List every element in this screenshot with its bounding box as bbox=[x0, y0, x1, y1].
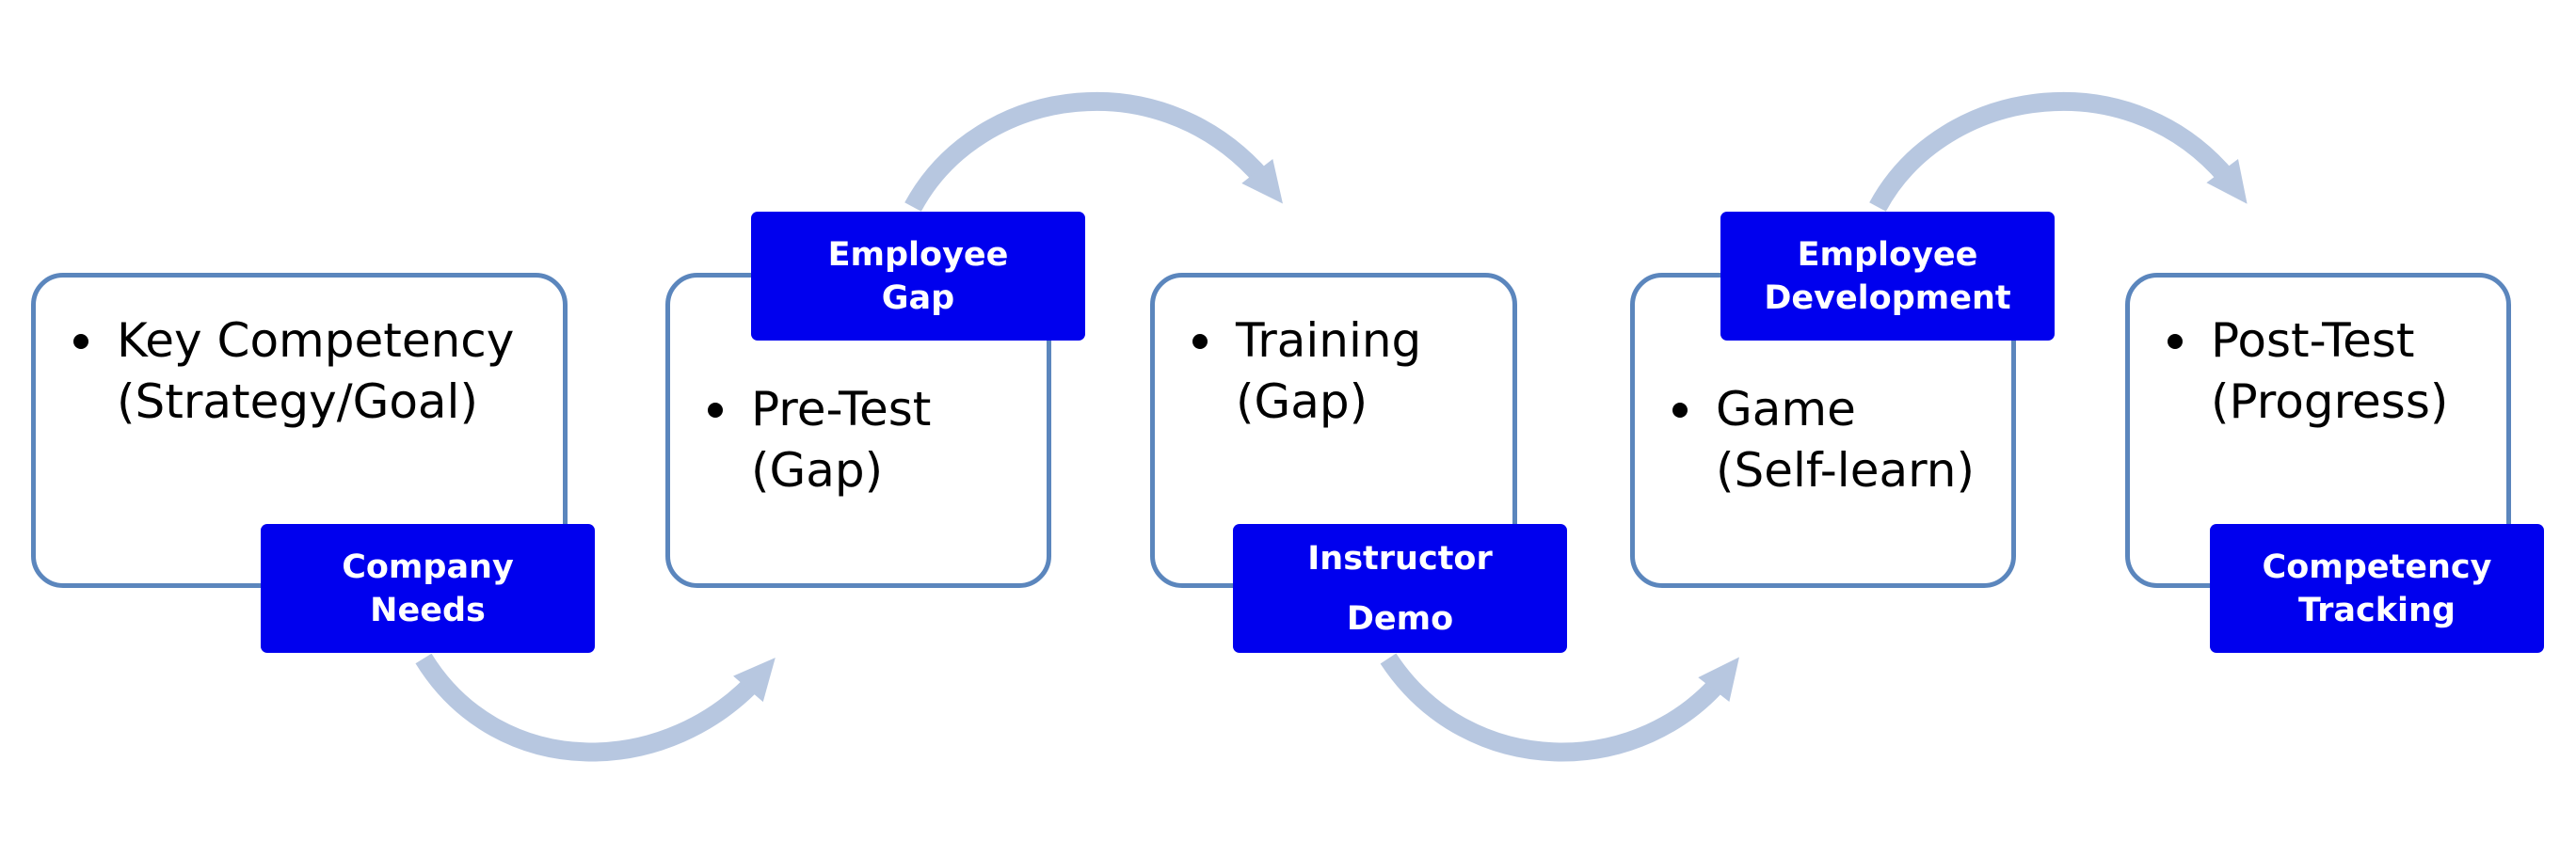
label-instructor-demo: Instructor Demo bbox=[1233, 524, 1567, 653]
arrow-training-to-game bbox=[1380, 653, 1739, 762]
label-employee-development: Employee Development bbox=[1720, 212, 2055, 341]
arrow-company-to-pretest bbox=[415, 653, 776, 762]
label-company-needs: Company Needs bbox=[261, 524, 595, 653]
label-line-2: Development bbox=[1764, 278, 2011, 317]
label-line-1: Instructor bbox=[1307, 539, 1493, 578]
bullet-line-1: Pre-Test bbox=[751, 382, 932, 436]
label-line-2: Demo bbox=[1346, 599, 1454, 638]
label-line-1: Company bbox=[342, 548, 514, 586]
bullet-line-1: Key Competency bbox=[117, 313, 515, 368]
bullet-dot bbox=[1672, 403, 1688, 418]
stage-box-key-competency: Key Competency (Strategy/Goal) bbox=[31, 273, 568, 588]
label-line-2: Gap bbox=[881, 278, 955, 317]
label-line-1: Employee bbox=[827, 235, 1009, 274]
bullet-line-2: (Gap) bbox=[751, 443, 884, 498]
bullet-key-competency: Key Competency (Strategy/Goal) bbox=[73, 310, 514, 433]
arrow-pretest-to-training bbox=[904, 92, 1283, 212]
bullet-line-2: (Strategy/Goal) bbox=[117, 374, 478, 429]
label-competency-tracking: Competency Tracking bbox=[2210, 524, 2544, 653]
bullet-line-1: Training bbox=[1236, 313, 1422, 368]
bullet-post-test: Post-Test (Progress) bbox=[2168, 310, 2448, 433]
bullet-training: Training (Gap) bbox=[1192, 310, 1421, 433]
bullet-dot bbox=[1192, 334, 1208, 349]
label-line-1: Competency bbox=[2262, 548, 2492, 586]
bullet-line-1: Game bbox=[1716, 382, 1856, 436]
bullet-line-2: (Gap) bbox=[1236, 374, 1368, 429]
label-line-2: Tracking bbox=[2298, 591, 2456, 629]
bullet-line-2: (Progress) bbox=[2211, 374, 2449, 429]
bullet-dot bbox=[708, 403, 723, 418]
bullet-dot bbox=[2168, 334, 2183, 349]
bullet-line-2: (Self-learn) bbox=[1716, 443, 1975, 498]
bullet-line-1: Post-Test bbox=[2211, 313, 2415, 368]
arrow-game-to-posttest bbox=[1869, 91, 2248, 212]
bullet-game: Game (Self-learn) bbox=[1672, 379, 1975, 501]
bullet-dot bbox=[73, 334, 88, 349]
label-line-1: Employee bbox=[1797, 235, 1978, 274]
label-line-2: Needs bbox=[370, 591, 486, 629]
bullet-pre-test: Pre-Test (Gap) bbox=[708, 379, 931, 501]
label-employee-gap: Employee Gap bbox=[751, 212, 1085, 341]
